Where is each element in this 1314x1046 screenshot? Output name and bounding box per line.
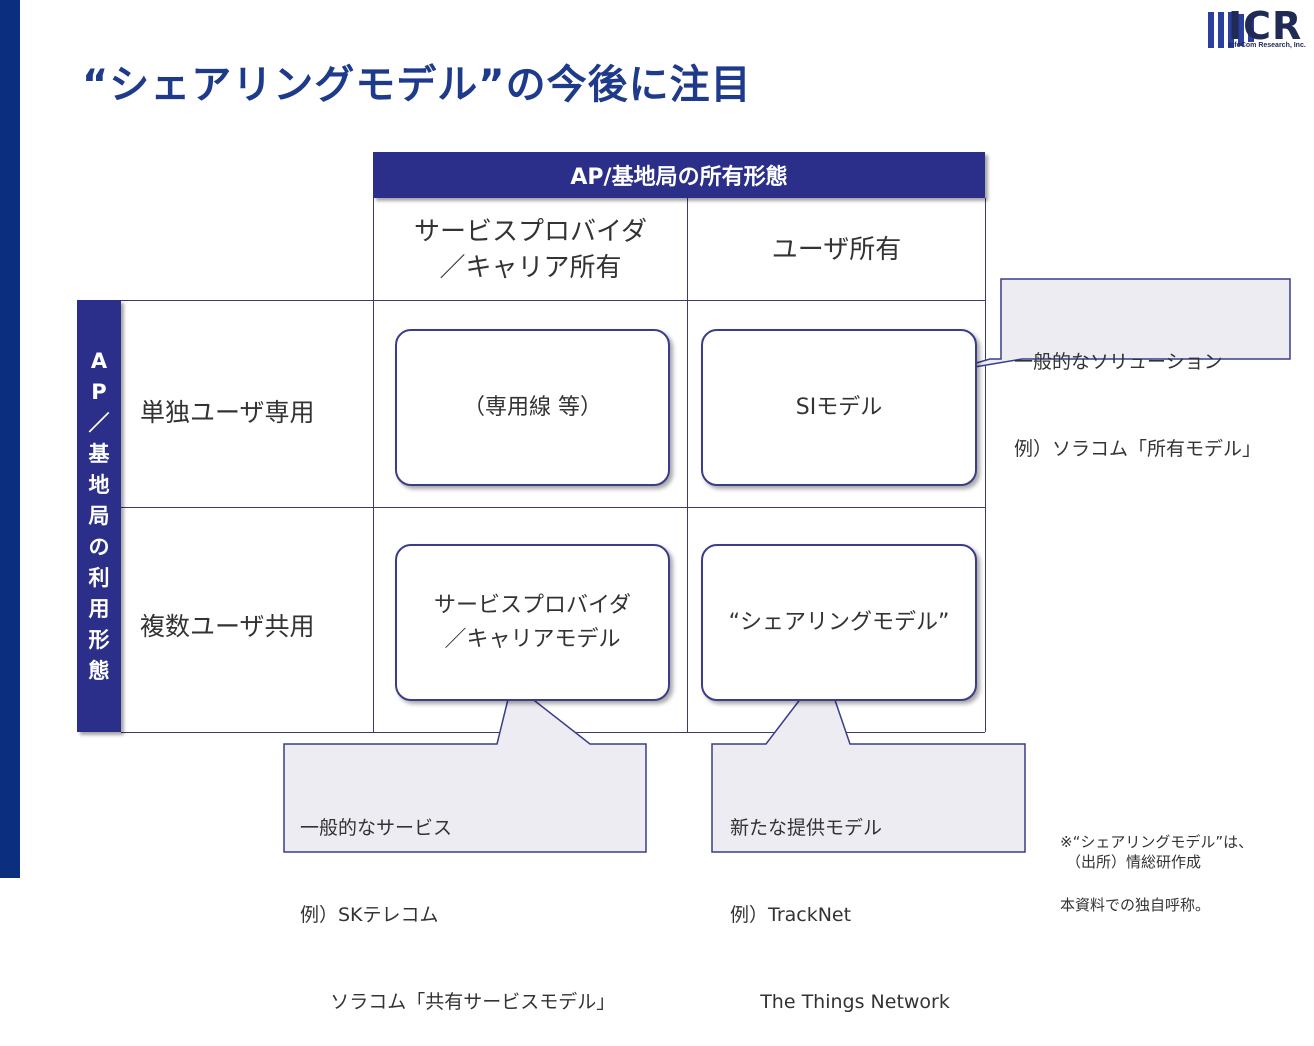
usage-header-char: の <box>88 534 110 559</box>
callout-line: 例）ソラコム「所有モデル」 <box>1014 438 1262 460</box>
callout-line: ソラコム「共有サービスモデル」 <box>300 991 616 1013</box>
icr-logo-mark <box>1208 12 1254 48</box>
carrier-model-line: ／キャリアモデル <box>444 626 621 652</box>
footnote-line: 本資料での独自呼称。 <box>1060 896 1211 914</box>
usage-header: A P ／ 基 地 局 の 利 用 形 態 <box>77 300 121 732</box>
column-header-provider: サービスプロバイダ ／キャリア所有 <box>374 214 687 286</box>
logo-subtitle: InfoCom Research, Inc. <box>1228 42 1306 49</box>
carrier-model-box: サービスプロバイダ ／キャリアモデル <box>395 544 670 701</box>
usage-header-char: 形 <box>88 627 110 652</box>
row-header-single: 単独ユーザ専用 <box>140 398 315 427</box>
usage-header-char: A <box>90 348 108 373</box>
callout-sharing-shape <box>711 666 1026 853</box>
usage-header-char: ／ <box>88 410 110 435</box>
usage-header-char: 地 <box>88 472 110 497</box>
source-note: （出所）情総研作成 <box>1066 853 1202 871</box>
callout-line: 一般的なサービス <box>300 817 453 839</box>
callout-si-text: 一般的なソリューション 例）ソラコム「所有モデル」 <box>1014 290 1261 493</box>
page-title: “シェアリングモデル”の今後に注目 <box>82 62 752 108</box>
callout-line: 新たな提供モデル <box>730 817 883 839</box>
grid-line-v3 <box>985 198 986 732</box>
grid-line-h1 <box>121 300 985 301</box>
callout-carrier-shape <box>283 681 647 853</box>
usage-header-char: P <box>91 379 107 404</box>
callout-line: 例）SKテレコム <box>300 904 439 926</box>
usage-header-char: 利 <box>88 565 110 590</box>
row-header-shared: 複数ユーザ共用 <box>140 612 315 641</box>
column-header-user: ユーザ所有 <box>688 232 985 268</box>
callout-sharing-text: 新たな提供モデル 例）TrackNet The Things Network <box>730 756 950 1046</box>
usage-header-char: 基 <box>88 441 110 466</box>
callout-line: 一般的なソリューション <box>1014 351 1223 373</box>
callout-line: 例）TrackNet <box>730 904 852 926</box>
grid-line-h2 <box>121 507 985 508</box>
callout-line: The Things Network <box>730 991 950 1013</box>
column-header-line: ／キャリア所有 <box>439 253 622 283</box>
usage-header-char: 態 <box>88 658 110 683</box>
callout-si-shape <box>944 278 1291 373</box>
column-header-line: ユーザ所有 <box>771 235 902 265</box>
callout-shapes <box>283 278 1291 853</box>
ownership-header: AP/基地局の所有形態 <box>373 152 985 198</box>
logo-text: ICR <box>1228 4 1303 48</box>
footnote-line: ※“シェアリングモデル”は、 <box>1060 833 1254 851</box>
carrier-model-line: サービスプロバイダ <box>433 592 632 618</box>
sharing-model-box: “シェアリングモデル” <box>701 544 977 701</box>
dedicated-line-box: （専用線 等） <box>395 329 670 486</box>
grid-line-v2 <box>687 198 688 732</box>
usage-header-char: 用 <box>88 596 110 621</box>
si-model-box: SIモデル <box>701 329 977 486</box>
column-header-line: サービスプロバイダ <box>414 217 647 247</box>
usage-header-char: 局 <box>88 503 110 528</box>
callout-carrier-text: 一般的なサービス 例）SKテレコム ソラコム「共有サービスモデル」 <box>300 756 615 1046</box>
left-accent-bar <box>0 0 20 878</box>
grid-line-v1 <box>373 198 374 732</box>
